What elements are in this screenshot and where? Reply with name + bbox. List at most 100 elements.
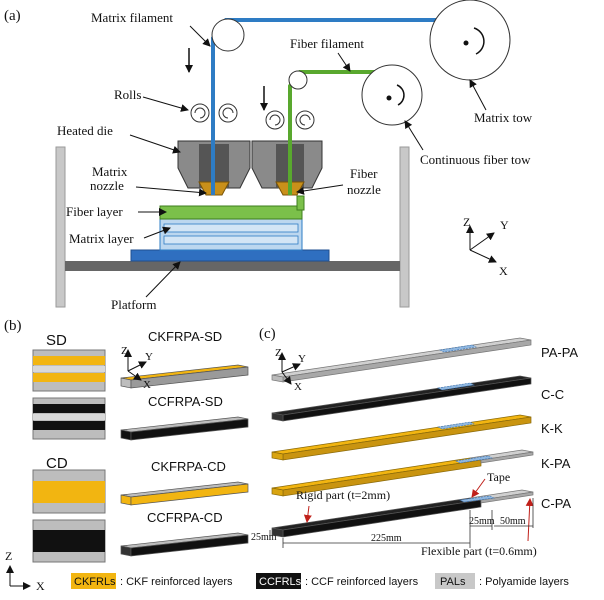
frame-bed — [65, 261, 400, 271]
fiber-layer — [159, 205, 303, 220]
label-sd: SD — [46, 332, 67, 349]
dim-50: 50mm — [500, 516, 526, 527]
label-heated-die: Heated die — [57, 123, 113, 138]
leader-rolls — [142, 96, 189, 112]
axis-x-label: X — [499, 264, 508, 278]
dim-25-left: 25mm — [251, 532, 277, 543]
legend-swatch-ccfrls — [256, 573, 301, 589]
axis-y-label: Y — [500, 218, 509, 232]
panel-a: (a) — [4, 0, 533, 312]
c-axis-y: Y — [298, 353, 306, 365]
label-matrix-tow: Matrix tow — [474, 110, 533, 125]
specimen-ckfrpa-cd — [120, 481, 249, 506]
label-cd: CD — [46, 455, 68, 472]
leader-continuous-fiber-tow — [404, 120, 424, 151]
leader-matrix-nozzle — [135, 186, 207, 197]
c-axis-x: X — [294, 381, 302, 393]
label-tape: Tape — [487, 470, 510, 484]
leader-tape — [471, 478, 486, 498]
label-matrix-nozzle-1: Matrix — [92, 164, 128, 179]
dimension-lines — [269, 498, 534, 548]
label-flexible-part: Flexible part (t=0.6mm) — [421, 544, 537, 558]
panel-b: (b) SD CD Z — [4, 318, 249, 593]
leader-matrix-layer — [143, 226, 171, 239]
label-fiber-nozzle-1: Fiber — [350, 166, 378, 181]
label-c-c: C-C — [541, 387, 564, 402]
matrix-tow-rotation-icon — [473, 27, 485, 55]
corner-z-label: Z — [5, 549, 12, 563]
leader-fiber-nozzle — [296, 184, 344, 195]
label-fiber-layer: Fiber layer — [66, 204, 123, 219]
leader-rigid-part — [303, 505, 312, 523]
specimen-ccfrpa-cd — [120, 532, 249, 557]
c-axis-z: Z — [275, 347, 282, 359]
panel-b-specimen-axes: Z Y X — [121, 345, 153, 391]
leader-matrix-tow — [469, 79, 487, 111]
platform — [130, 249, 330, 262]
panel-b-corner-axes: Z X — [5, 549, 45, 593]
axis-z-label: Z — [463, 215, 470, 229]
label-fiber-filament: Fiber filament — [290, 36, 364, 51]
specimen-ccfrpa-sd — [120, 416, 249, 441]
dim-25-right: 25mm — [469, 516, 495, 527]
dim-225: 225mm — [371, 533, 402, 544]
fiber-layer-curl — [296, 195, 305, 211]
stack-sd-carbon — [32, 397, 106, 440]
panel-a-axes: Z Y X — [463, 215, 509, 278]
specimen-c-c — [271, 375, 532, 422]
specimen-k-pa — [271, 449, 534, 497]
legend-swatch-pals — [435, 573, 475, 589]
label-rigid-part: Rigid part (t=2mm) — [296, 488, 390, 502]
label-rolls: Rolls — [114, 87, 141, 102]
specimen-pa-pa — [271, 337, 532, 383]
label-pa-pa: PA-PA — [541, 345, 578, 360]
label-k-k: K-K — [541, 421, 563, 436]
legend-pals-label: PALs — [440, 576, 466, 588]
specimen-axis-y: Y — [145, 351, 153, 363]
leader-fiber-filament — [337, 52, 351, 72]
matrix-tow-spool — [429, 0, 511, 81]
specimen-ckfrpa-sd — [120, 364, 249, 389]
specimen-c-pa — [271, 489, 534, 538]
legend-ccfrls-desc: : CCF reinforced layers — [305, 576, 419, 588]
panel-b-tag: (b) — [4, 318, 22, 334]
matrix-layer-2 — [163, 235, 299, 245]
label-ckfrpa-sd: CKFRPA-SD — [148, 329, 222, 344]
matrix-tow-hub — [463, 40, 469, 46]
fiber-guide-roller — [288, 70, 308, 90]
specimen-axis-x: X — [143, 379, 151, 391]
legend-ccfrls-label: CCFRLs — [259, 576, 302, 588]
panel-c: (c) PA-PA C-C K-K — [251, 326, 578, 558]
frame-left-post — [55, 146, 66, 308]
label-k-pa: K-PA — [541, 456, 571, 471]
leader-matrix-filament — [189, 25, 211, 47]
legend: CKFRLs : CKF reinforced layers CCFRLs : … — [71, 573, 569, 589]
stack-cd-kevlar — [32, 469, 106, 514]
specimen-k-k — [271, 414, 532, 461]
label-ccfrpa-sd: CCFRPA-SD — [148, 394, 223, 409]
rolls-left — [190, 103, 238, 123]
panel-c-tag: (c) — [259, 326, 276, 342]
fiber-tow-spool — [361, 64, 423, 126]
label-ckfrpa-cd: CKFRPA-CD — [151, 459, 226, 474]
label-continuous-fiber-tow: Continuous fiber tow — [420, 152, 531, 167]
leader-heated-die — [129, 134, 181, 154]
specimen-axis-z: Z — [121, 345, 128, 357]
legend-pals-desc: : Polyamide layers — [479, 576, 569, 588]
matrix-guide-roller — [211, 18, 245, 52]
legend-ckfrls-desc: : CKF reinforced layers — [120, 576, 233, 588]
stack-cd-carbon — [32, 519, 106, 563]
label-matrix-nozzle-2: nozzle — [90, 178, 124, 193]
label-fiber-nozzle-2: nozzle — [347, 182, 381, 197]
leader-platform — [145, 261, 181, 298]
label-matrix-filament: Matrix filament — [91, 10, 173, 25]
fiber-tow-hub — [386, 95, 392, 101]
legend-swatch-ckfrls — [71, 573, 116, 589]
label-c-pa: C-PA — [541, 496, 571, 511]
panel-a-tag: (a) — [4, 8, 21, 24]
label-ccfrpa-cd: CCFRPA-CD — [147, 510, 223, 525]
panel-c-axes: Z Y X — [275, 347, 306, 393]
leader-flexible-part — [525, 498, 534, 542]
fiber-tow-rotation-icon — [396, 84, 405, 106]
